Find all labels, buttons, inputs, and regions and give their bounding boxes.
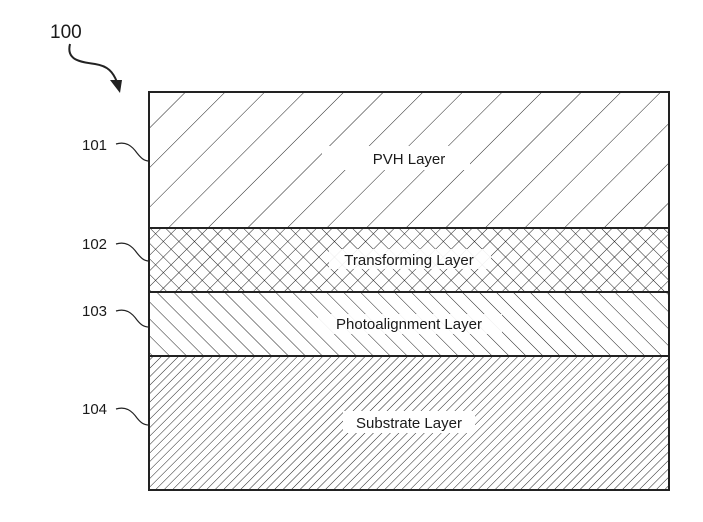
layer-photoalignment-label-bg (318, 314, 502, 334)
figure-reference-number: 100 (50, 22, 82, 43)
layer-photoalignment-label: Photoalignment Layer (336, 316, 482, 333)
layer-pvh-label: PVH Layer (373, 151, 446, 168)
layer-pvh: PVH Layer (149, 92, 669, 228)
layer-substrate-label: Substrate Layer (356, 415, 462, 432)
leader-line-103 (115, 309, 150, 328)
layer-pvh-label-bg (322, 146, 470, 170)
layer-photoalignment: Photoalignment Layer (149, 292, 669, 356)
reference-arrow-curve (68, 43, 118, 83)
reference-arrow-head-icon (110, 80, 122, 93)
ref-numeral-104: 104 (82, 401, 107, 418)
layer-transforming-label-bg (329, 249, 491, 269)
ref-numeral-103: 103 (82, 303, 107, 320)
layer-substrate-label-bg (343, 411, 475, 433)
ref-numeral-101: 101 (82, 137, 107, 154)
leader-line-101 (115, 142, 150, 162)
leader-line-102 (115, 242, 150, 262)
layer-transforming: Transforming Layer (149, 228, 669, 292)
layer-transforming-label: Transforming Layer (344, 252, 474, 269)
ref-numeral-102: 102 (82, 236, 107, 253)
layer-substrate: Substrate Layer (149, 356, 669, 490)
leader-line-104 (115, 407, 150, 426)
